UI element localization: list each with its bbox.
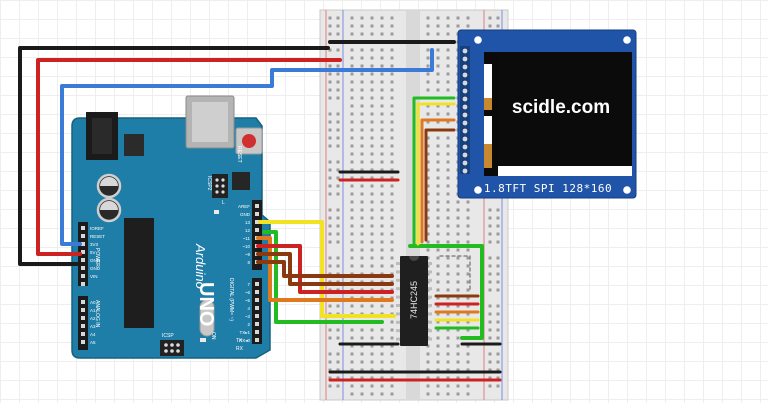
arduino-brand-label: Arduino: [193, 243, 208, 289]
digital-label: DIGITAL (PWM= ~): [228, 278, 234, 321]
analog-pin-label: A1: [90, 308, 96, 313]
power-pin-label: 5V: [90, 250, 96, 255]
wire-orange-tft: [420, 118, 456, 244]
wire-red-d10: [256, 244, 394, 294]
arduino-uno-board: Arduino UNO RESET ICSP ICSP2 ON TX RX L …: [71, 95, 271, 359]
icsp-label: ICSP: [162, 333, 174, 339]
l-led-label: L: [222, 200, 225, 206]
digital-pin-label: ~6: [245, 290, 251, 295]
digital-pin-label: 2: [247, 322, 250, 327]
digital-pin-label: ~5: [245, 298, 251, 303]
digital-pin-label: ~10: [242, 244, 250, 249]
tx-label: TX: [236, 338, 243, 344]
wire-green-tft: [412, 96, 456, 248]
analog-pin-label: A0: [90, 300, 96, 305]
digital-pin-label: 12: [245, 228, 251, 233]
power-pin-label: 3V3: [90, 242, 99, 247]
wire-green-ic-tft: [408, 244, 484, 340]
power-pin-label: RESET: [90, 234, 105, 239]
digital-pin-label: ~9: [245, 252, 251, 257]
digital-pin-label: 13: [245, 220, 251, 225]
wires: [18, 40, 502, 382]
digital-pin-label: ~3: [245, 314, 251, 319]
wire-ic-dashed: [439, 255, 471, 291]
digital-pin-label: AREF: [238, 204, 250, 209]
wire-5v-red: [36, 58, 342, 256]
digital-pin-label: RX◂0: [239, 338, 251, 343]
power-pin-label: IOREF: [90, 226, 104, 231]
digital-pin-label: ~11: [243, 236, 251, 241]
uno-model-label: UNO: [195, 282, 217, 326]
icsp2-label: ICSP2: [206, 176, 212, 191]
power-pin-label: GND: [90, 266, 101, 271]
rx-label: RX: [236, 346, 244, 352]
wire-orange-d11: [256, 236, 394, 302]
wire-3v3-blue: [60, 48, 434, 246]
digital-pin-label: 4: [247, 306, 250, 311]
digital-pin-label: 8: [247, 260, 250, 265]
tft-pins: [462, 48, 468, 174]
tft-display-module: scidle.com 1.8TFT SPI 128*160: [457, 29, 637, 199]
tft-screen-text: scidle.com: [512, 97, 610, 118]
arduino-pin-labels: AREF GND 13 12 ~11 ~10 ~9 8 7 ~6 ~5 4 ~3 2TX▸1RX◂0 IOR…: [90, 204, 251, 345]
wire-yellow-tft: [416, 102, 456, 246]
digital-pin-label: TX▸1: [239, 330, 250, 335]
wire-gnd-black: [18, 46, 330, 266]
tft-model-label: 1.8TFT SPI 128*160: [484, 182, 612, 195]
reset-button[interactable]: [242, 134, 256, 148]
power-pin-label: VIN: [90, 274, 98, 279]
ic-label: 74HC245: [409, 281, 419, 319]
power-label: POWER: [94, 248, 100, 267]
wire-green-d12: [262, 230, 384, 324]
reset-label: RESET: [236, 146, 242, 163]
digital-pin-label: 7: [247, 282, 250, 287]
analog-pin-label: A5: [90, 340, 96, 345]
digital-pin-label: GND: [240, 212, 251, 217]
analog-in-label: ANALOG IN: [94, 300, 100, 328]
wire-brown-tft: [424, 128, 456, 242]
analog-pin-label: A3: [90, 324, 96, 329]
ic-pins: [396, 262, 432, 341]
on-label: ON: [210, 332, 216, 340]
wire-brown-d8: [256, 260, 394, 278]
analog-pin-label: A4: [90, 332, 96, 337]
74hc245-ic: 74HC245: [396, 256, 432, 346]
analog-pin-label: A2: [90, 316, 96, 321]
wire-brown-d9: [256, 252, 394, 286]
wire-yellow-d13: [258, 220, 396, 318]
power-pin-label: GND: [90, 258, 101, 263]
